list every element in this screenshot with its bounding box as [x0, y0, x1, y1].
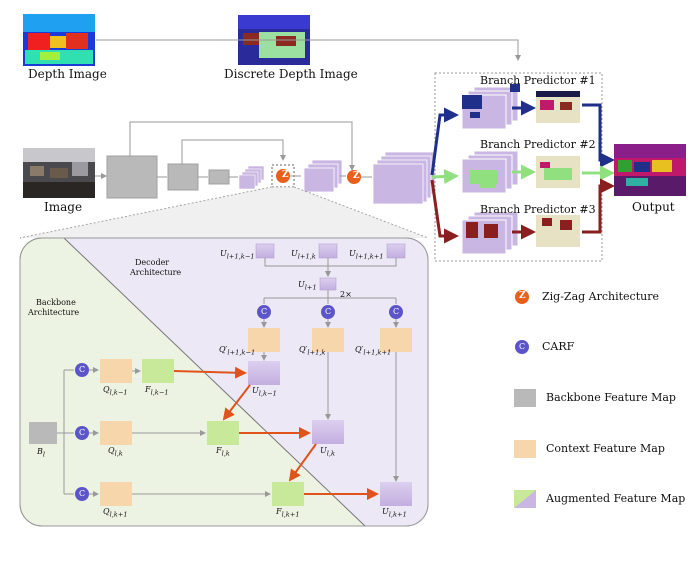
discrete-depth-image-label: Discrete Depth Image [224, 67, 358, 81]
b-block [29, 422, 57, 444]
carf-node-top-3 [389, 305, 403, 319]
f-blocks [142, 359, 304, 506]
q-blocks [100, 359, 132, 506]
legend-context-swatch [514, 440, 536, 458]
legend-backbone-label: Backbone Feature Map [546, 391, 676, 404]
carf-glyph-top-2: C [325, 307, 332, 316]
legend-zigzag-label: Zig-Zag Architecture [542, 290, 659, 303]
legend-carf-icon [515, 340, 529, 354]
carf-glyph-top-1: C [261, 307, 268, 316]
zigzag-glyph-1: Z [282, 170, 289, 180]
carf-glyph-left-3: C [79, 489, 86, 498]
depth-to-branch-arrow [96, 39, 521, 61]
q-prime-label-1: Q′l+1,k−1 [219, 345, 256, 357]
u-label-3: Ul,k+1 [382, 507, 407, 519]
input-image [23, 148, 95, 198]
carf-node-left-2 [75, 426, 89, 440]
output-image [614, 144, 686, 196]
zigzag-node-1 [276, 169, 290, 183]
legend-augmented-label: Augmented Feature Map [546, 492, 686, 505]
u-mid-label: Ul+1 [298, 280, 317, 292]
backbone-title-2: Architecture [28, 308, 80, 317]
decoder-stack-mid [303, 159, 343, 193]
backbone-title-1: Backbone [36, 298, 76, 307]
carf-glyph-left-2: C [79, 428, 86, 437]
u-label-2: Ul,k [320, 446, 336, 458]
zigzag-glyph-2: Z [353, 171, 360, 181]
zigzag-node-2 [347, 170, 361, 184]
branch-1 [461, 84, 580, 130]
f-label-1: Fl,k−1 [145, 385, 169, 397]
q-label-1: Ql,k−1 [103, 385, 128, 397]
branch-1-label: Branch Predictor #1 [480, 74, 596, 87]
legend-augmented-swatch [514, 490, 536, 508]
decoder-title-2: Architecture [130, 268, 182, 277]
depth-image-label: Depth Image [28, 67, 107, 81]
q-prime-blocks [248, 328, 412, 352]
legend-carf-label: CARF [542, 340, 575, 353]
u-top-label-2: Ul+1,k [291, 249, 316, 261]
legend-zigzag-icon [515, 290, 529, 304]
branch-2-label: Branch Predictor #2 [480, 138, 596, 151]
carf-node-left-3 [75, 487, 89, 501]
q-label-3: Ql,k+1 [103, 507, 128, 519]
upsample-label: 2× [340, 290, 352, 299]
legend-carf-glyph: C [519, 342, 526, 351]
carf-glyph-left-1: C [79, 365, 86, 374]
branch-3-label: Branch Predictor #3 [480, 203, 596, 216]
u-top-label-1: Ul+1,k−1 [220, 249, 255, 261]
legend-backbone-swatch [514, 389, 536, 407]
legend-zigzag-glyph: Z [519, 291, 526, 301]
f-label-2: Fl,k [216, 446, 230, 458]
u-blocks [248, 361, 412, 506]
carf-node-top-2 [321, 305, 335, 319]
q-prime-label-2: Q′l+1,k [299, 345, 326, 357]
decoder-stack-large [372, 151, 436, 205]
b-label: Bl [37, 447, 46, 459]
carf-node-top-1 [257, 305, 271, 319]
f-label-3: Fl,k+1 [276, 507, 300, 519]
branch-3 [461, 211, 580, 255]
u-top-blocks [255, 243, 406, 291]
output-label: Output [632, 200, 675, 214]
u-top-label-3: Ul+1,k+1 [349, 249, 384, 261]
branch-2 [461, 150, 580, 194]
detail-panel [19, 237, 429, 527]
decoder-title-1: Decoder [135, 258, 170, 267]
carf-glyph-top-3: C [393, 307, 400, 316]
q-prime-label-3: Q′l+1,k+1 [355, 345, 392, 357]
q-label-2: Ql,k [108, 446, 123, 458]
legend-context-label: Context Feature Map [546, 442, 665, 455]
decoder-stack-small [238, 165, 265, 190]
backbone-blocks [106, 155, 230, 199]
image-label: Image [44, 200, 83, 214]
carf-node-left-1 [75, 363, 89, 377]
depth-image [23, 14, 95, 66]
u-label-1: Ul,k−1 [252, 386, 277, 398]
